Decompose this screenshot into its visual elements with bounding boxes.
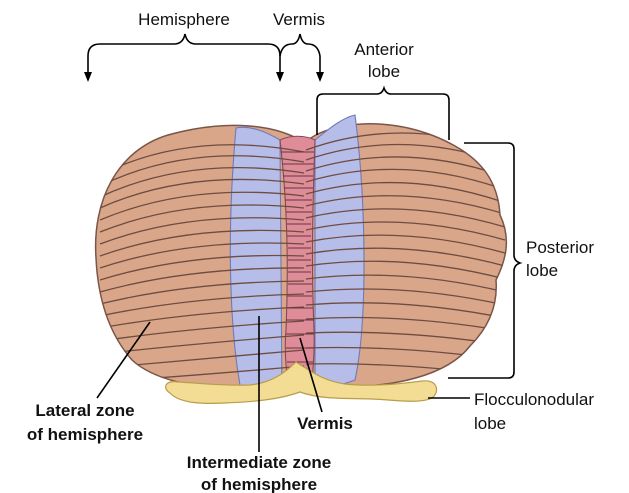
hemisphere-bracket — [84, 34, 284, 82]
anterior-lobe-label-1: Anterior — [354, 40, 414, 59]
right-intermediate-zone — [315, 115, 364, 387]
hemisphere-label: Hemisphere — [138, 10, 230, 29]
posterior-lobe-label-2: lobe — [526, 261, 558, 280]
vermis-top-label: Vermis — [273, 10, 325, 29]
lateral-zone-label-1: Lateral zone — [35, 401, 134, 420]
cerebellum — [96, 115, 507, 403]
vermis-bracket — [280, 34, 324, 82]
lateral-zone-label-2: of hemisphere — [27, 425, 143, 444]
flocculonodular-label-1: Flocculonodular — [474, 390, 594, 409]
flocculonodular-label-2: lobe — [474, 414, 506, 433]
posterior-lobe-label-1: Posterior — [526, 238, 594, 257]
anterior-lobe-label-2: lobe — [368, 62, 400, 81]
intermediate-zone-label-2: of hemisphere — [201, 475, 317, 493]
intermediate-zone-label-1: Intermediate zone — [187, 453, 332, 472]
vermis-bottom-label: Vermis — [297, 414, 353, 433]
